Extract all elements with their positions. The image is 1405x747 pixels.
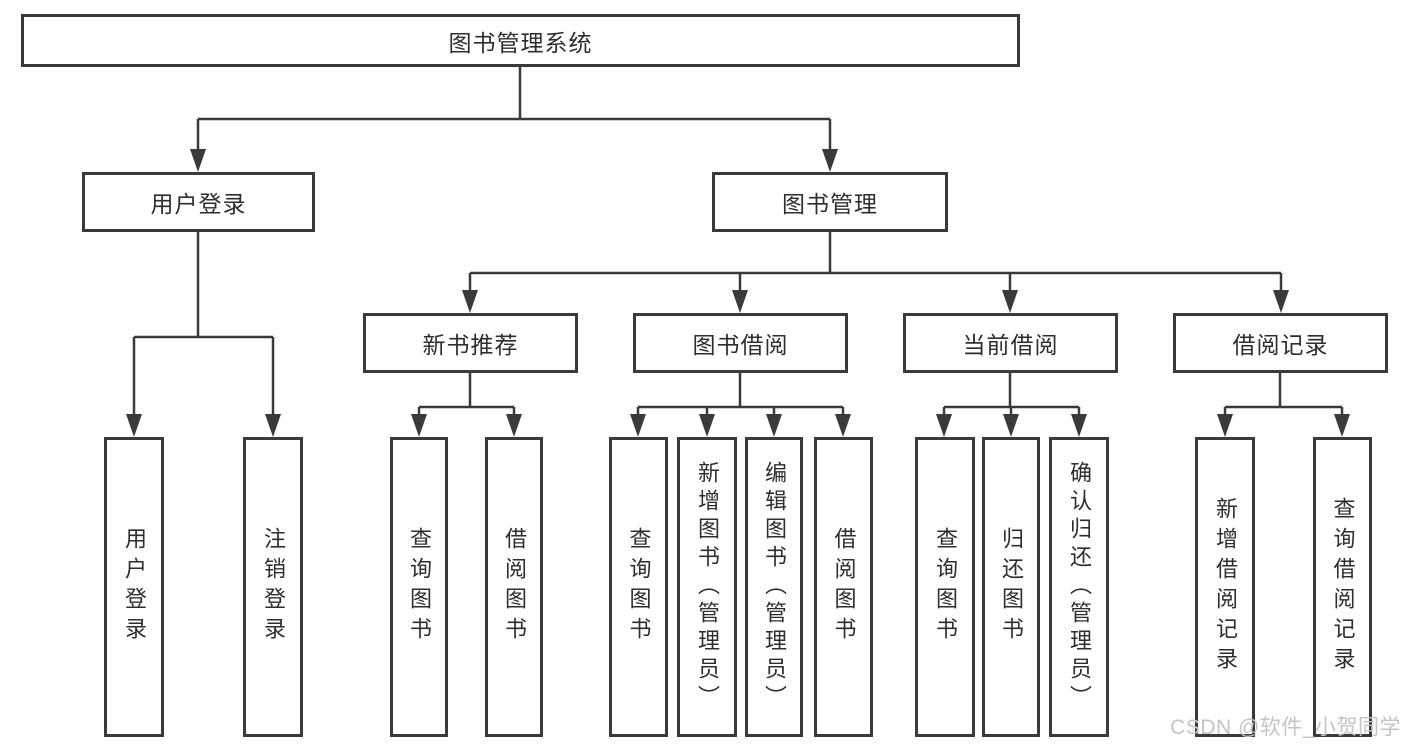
node-book-management-branch: 图书管理 (712, 172, 948, 232)
leaf-edit-books-admin: 编辑图书（管理员） (745, 437, 803, 737)
leaf-logout: 注销登录 (243, 437, 303, 737)
node-borrowing-records: 借阅记录 (1173, 313, 1388, 373)
leaf-user-login: 用户登录 (104, 437, 164, 737)
node-book-borrowing: 图书借阅 (633, 313, 848, 373)
leaf-confirm-return-admin: 确认归还（管理员） (1049, 437, 1109, 737)
leaf-query-borrow-record: 查询借阅记录 (1313, 437, 1372, 737)
leaf-borrow-books: 借阅图书 (814, 437, 873, 737)
node-current-borrowing: 当前借阅 (903, 313, 1118, 373)
leaf-recommend-query-books: 查询图书 (390, 437, 448, 737)
leaf-return-books: 归还图书 (982, 437, 1040, 737)
node-new-book-recommendation: 新书推荐 (363, 313, 578, 373)
leaf-current-query-books: 查询图书 (915, 437, 975, 737)
leaf-recommend-borrow-books: 借阅图书 (485, 437, 543, 737)
leaf-add-borrow-record: 新增借阅记录 (1195, 437, 1255, 737)
leaf-add-books-admin: 新增图书（管理员） (677, 437, 737, 737)
leaf-borrowing-query-books: 查询图书 (609, 437, 668, 737)
node-root-system: 图书管理系统 (21, 14, 1020, 67)
node-user-login-branch: 用户登录 (82, 172, 315, 232)
